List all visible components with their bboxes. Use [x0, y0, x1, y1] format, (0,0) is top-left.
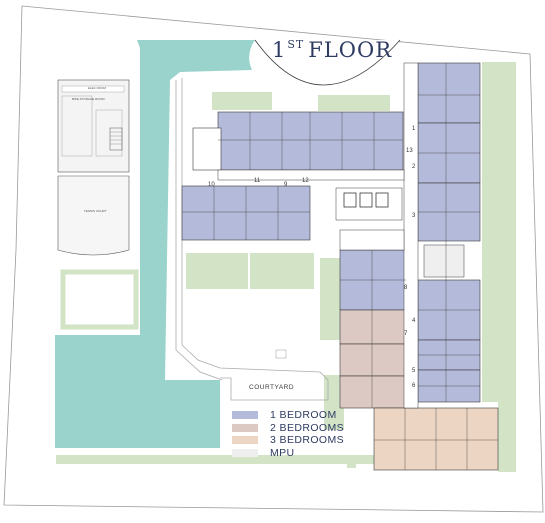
- unit-number: 9: [284, 182, 288, 188]
- legend: 1 BEDROOM 2 BEDROOMS 3 BEDROOMS MPU: [232, 409, 344, 459]
- green-areas: [56, 62, 516, 472]
- corridors: [217, 62, 419, 409]
- arc-cutout: [254, 39, 401, 86]
- one-bedroom-units: [181, 62, 481, 403]
- unit-number: 8: [404, 285, 408, 291]
- unit-number: 12: [302, 178, 309, 184]
- unit-numbers: 13 12 11 10 9 1 2 3 4 5 6 7 8: [208, 126, 416, 389]
- interior-walls: [182, 63, 498, 470]
- legend-item-2-bedrooms: 2 BEDROOMS: [232, 422, 344, 435]
- legend-swatch: [232, 423, 258, 432]
- water-feature: [55, 40, 255, 448]
- legend-label: MPU: [270, 446, 295, 459]
- title-superscript: ST: [287, 38, 305, 51]
- legend-swatch: [232, 436, 258, 445]
- access-road: [181, 78, 329, 401]
- legend-label: 3 BEDROOMS: [270, 434, 345, 447]
- title-text: FLOOR: [308, 38, 393, 62]
- unit-number: 10: [208, 182, 215, 188]
- two-bedroom-units: [339, 309, 407, 409]
- legend-item-3-bedrooms: 3 BEDROOMS: [232, 434, 344, 447]
- unit-number: 2: [412, 164, 416, 170]
- legend-swatch: [232, 448, 258, 457]
- unit-number: 7: [404, 331, 408, 337]
- title-number: 1: [272, 38, 287, 62]
- mpu-core: [335, 187, 465, 278]
- unit-number: 6: [412, 383, 416, 389]
- legend-label: 1 BEDROOM: [270, 409, 337, 422]
- legend-swatch: [232, 411, 258, 420]
- unit-number: 1: [412, 126, 416, 132]
- unit-number: 5: [412, 368, 416, 374]
- unit-number: 4: [412, 318, 416, 324]
- site-boundary: [3, 5, 544, 513]
- tennis-court-label: TENNIS COURT: [84, 209, 107, 213]
- legend-item-1-bedroom: 1 BEDROOM: [232, 409, 344, 422]
- unit-number: 3: [412, 213, 416, 219]
- legend-item-mpu: MPU: [232, 447, 344, 460]
- courtyard-label: COURTYARD: [249, 384, 295, 391]
- outbuilding: ELEC ROOM BIKE STORAGE ROOM TENNIS COURT: [57, 79, 130, 256]
- elec-room-label: ELEC ROOM: [88, 86, 107, 90]
- unit-number: 13: [406, 148, 413, 154]
- legend-label: 2 BEDROOMS: [270, 421, 345, 434]
- bike-storage-label: BIKE STORAGE ROOM: [72, 97, 105, 101]
- unit-number: 11: [254, 178, 261, 184]
